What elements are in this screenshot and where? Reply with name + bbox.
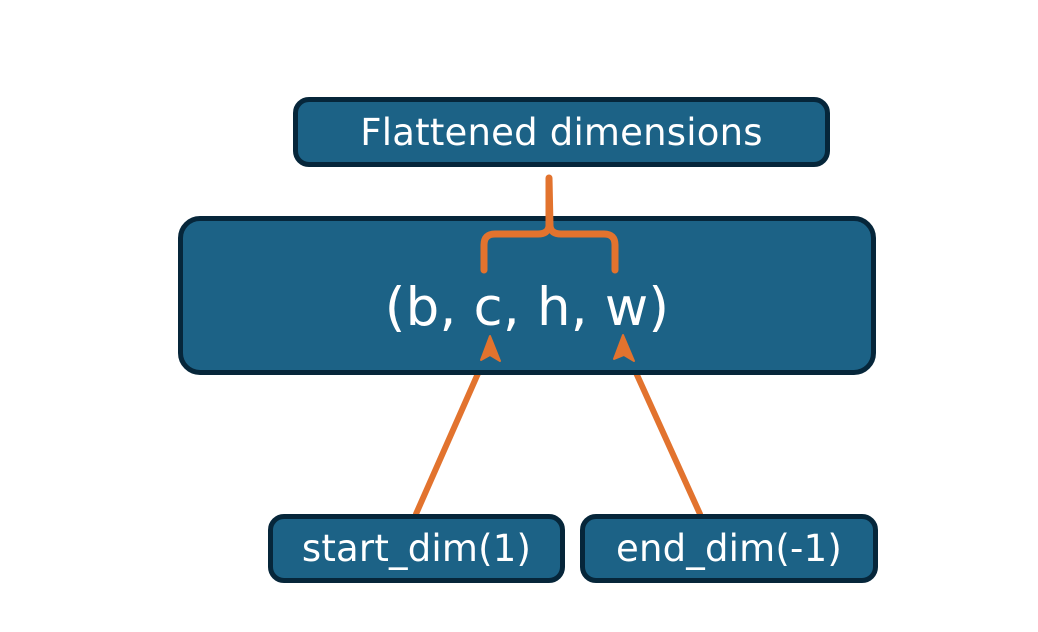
- end-dim-label: end_dim(-1): [616, 527, 842, 570]
- start-dim-label: start_dim(1): [301, 527, 532, 570]
- tensor-shape-box: (b, c, h, w): [178, 216, 876, 375]
- tensor-shape-label: (b, c, h, w): [384, 277, 670, 338]
- flattened-dimensions-box: Flattened dimensions: [293, 97, 830, 167]
- flattened-dimensions-label: Flattened dimensions: [360, 110, 763, 154]
- end-dim-box: end_dim(-1): [580, 514, 878, 583]
- start-dim-box: start_dim(1): [268, 514, 565, 583]
